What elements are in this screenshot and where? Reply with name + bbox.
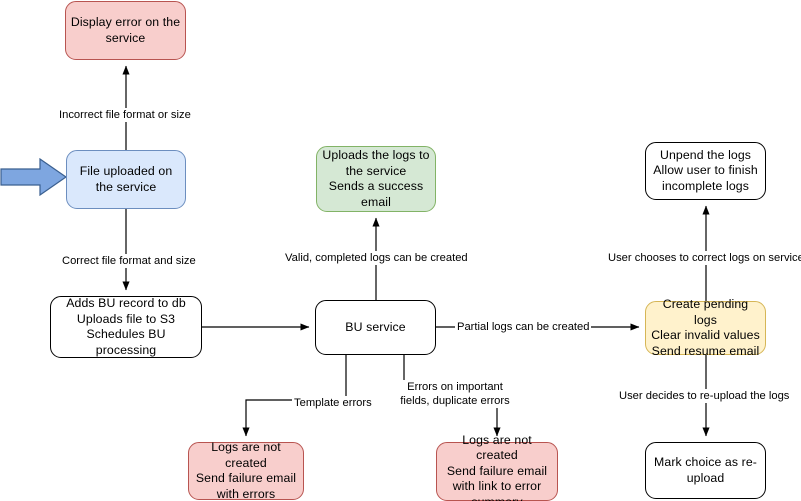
edge-label-user-reuploads: User decides to re-upload the logs — [617, 389, 792, 403]
edge-label-user-corrects: User chooses to correct logs on service — [606, 251, 801, 265]
node-display-error[interactable]: Display error on the service — [65, 1, 186, 60]
edge-label-correct-format: Correct file format and size — [60, 254, 198, 268]
edge-label-valid-logs: Valid, completed logs can be created — [283, 251, 470, 265]
edge-label-incorrect-format: Incorrect file format or size — [57, 108, 193, 122]
edge-label-partial-logs: Partial logs can be created — [455, 320, 592, 334]
node-uploads-logs[interactable]: Uploads the logs to the service Sends a … — [316, 146, 436, 212]
edge-label-correct-format-text: Correct file format and size — [62, 255, 196, 267]
node-bu-service[interactable]: BU service — [315, 300, 436, 355]
edge-label-incorrect-format-text: Incorrect file format or size — [59, 109, 191, 121]
node-create-pending-logs-label: Create pending logs Clear invalid values… — [651, 297, 760, 358]
node-bu-service-label: BU service — [345, 319, 406, 334]
edge-label-user-reuploads-text: User decides to re-upload the logs — [619, 390, 790, 402]
node-logs-not-created-summary-label: Logs are not created Send failure email … — [446, 432, 548, 501]
node-logs-not-created-errors[interactable]: Logs are not created Send failure email … — [188, 440, 304, 501]
node-file-uploaded-label: File uploaded on the service — [79, 164, 173, 194]
edge-label-important-errors: Errors on important fields, duplicate er… — [392, 380, 518, 408]
edge-label-important-errors-text: Errors on important fields, duplicate er… — [400, 381, 510, 407]
edge-label-template-errors: Template errors — [292, 396, 374, 410]
node-logs-not-created-summary[interactable]: Logs are not created Send failure email … — [436, 433, 558, 501]
entry-block-arrow — [0, 158, 68, 196]
edge-label-user-corrects-text: User chooses to correct logs on service — [608, 252, 801, 264]
edge-label-valid-logs-text: Valid, completed logs can be created — [285, 252, 468, 264]
edge-label-template-errors-text: Template errors — [294, 397, 372, 409]
node-mark-choice-label: Mark choice as re-upload — [654, 455, 757, 485]
node-unpend-logs[interactable]: Unpend the logs Allow user to finish inc… — [645, 142, 766, 200]
node-uploads-logs-label: Uploads the logs to the service Sends a … — [322, 148, 430, 209]
node-file-uploaded[interactable]: File uploaded on the service — [66, 150, 186, 209]
node-create-pending-logs[interactable]: Create pending logs Clear invalid values… — [645, 297, 766, 358]
node-adds-bu-record[interactable]: Adds BU record to db Uploads file to S3 … — [50, 296, 202, 358]
edge-label-partial-logs-text: Partial logs can be created — [457, 321, 590, 333]
node-logs-not-created-errors-label: Logs are not created Send failure email … — [195, 440, 297, 501]
node-unpend-logs-label: Unpend the logs Allow user to finish inc… — [653, 147, 758, 193]
node-mark-choice[interactable]: Mark choice as re-upload — [645, 442, 766, 499]
node-adds-bu-record-label: Adds BU record to db Uploads file to S3 … — [66, 296, 186, 357]
node-display-error-label: Display error on the service — [70, 15, 181, 45]
